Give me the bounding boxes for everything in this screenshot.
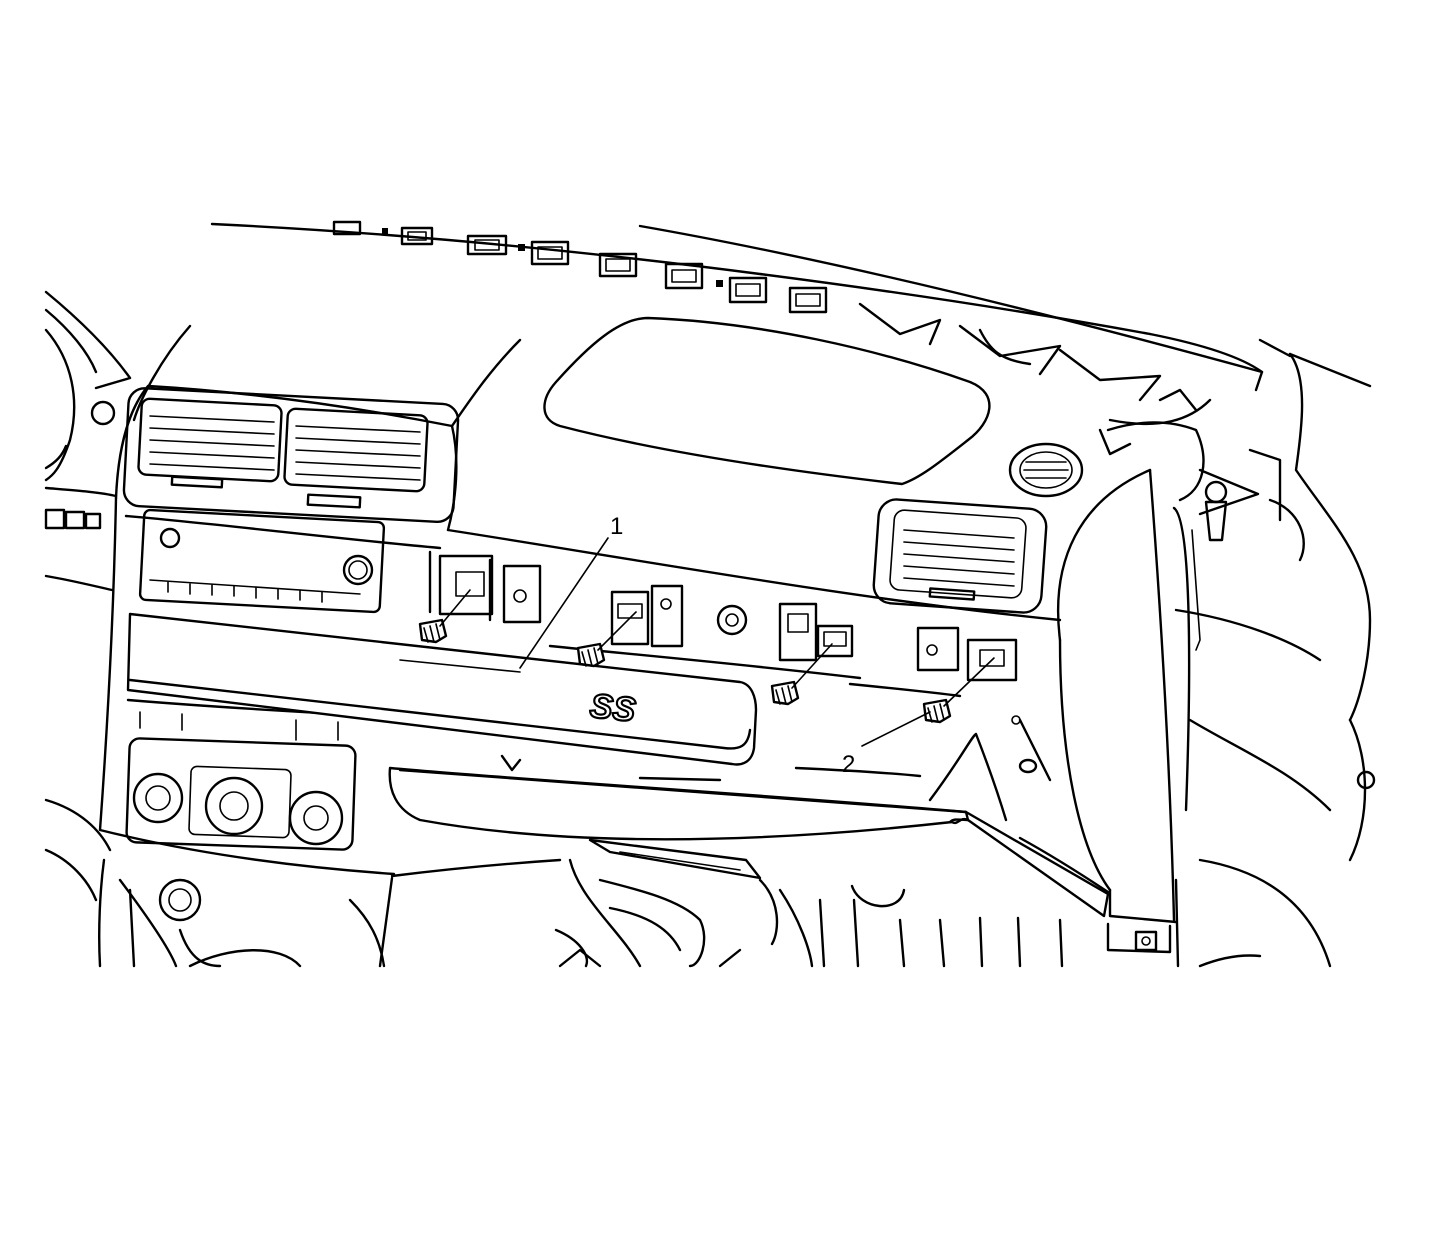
vent-right-louvers: [283, 407, 429, 493]
right-dash-vent: [872, 498, 1048, 614]
vent-left-louvers: [137, 397, 283, 483]
dash-top-outline: [210, 222, 1264, 392]
airbag-door-outline: [543, 316, 991, 486]
fastener-clip-icon: [418, 618, 448, 644]
passenger-end-cap: [1056, 338, 1376, 968]
center-stack: [44, 338, 522, 968]
windshield-duct-area: [858, 302, 1212, 456]
callout-2: 2: [842, 711, 931, 778]
left-cluster-area: [44, 290, 192, 592]
clip-leader-lines: [439, 589, 995, 707]
lower-dash: [128, 715, 1180, 968]
defrost-vent-slots: [332, 220, 828, 314]
ss-badge: SS: [588, 687, 637, 730]
callout-2-label: 2: [842, 751, 855, 778]
dash-trim-panel: [126, 612, 758, 766]
hvac-knob-icon: [204, 776, 264, 836]
round-side-vent: [1008, 442, 1084, 498]
hvac-knob-icon: [132, 772, 184, 824]
hvac-knob-icon: [288, 790, 344, 846]
callout-1-label: 1: [610, 513, 623, 540]
upper-trim-openings: [428, 528, 1062, 698]
callout-1: 1: [519, 513, 623, 669]
glove-box-door: [388, 732, 1110, 918]
